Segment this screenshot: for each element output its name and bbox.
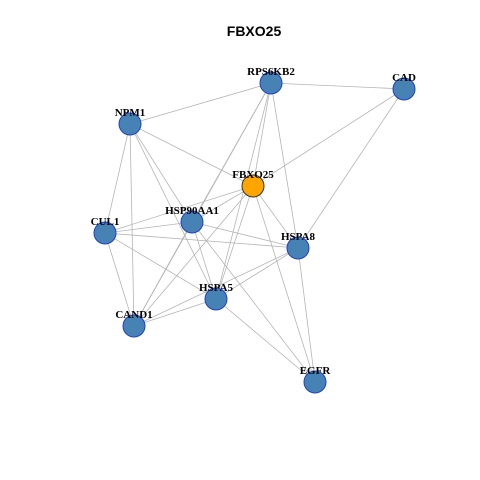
node-fbxo25: [241, 174, 265, 198]
node-label-fbxo25: FBXO25: [232, 169, 274, 181]
edge-cad-hspa8: [297, 88, 405, 249]
node-hsp90aa1: [180, 210, 204, 234]
node-label-rps6kb2: RPS6KB2: [247, 66, 295, 78]
node-hspa5: [204, 287, 228, 311]
edge-npm1-cand1: [129, 123, 135, 327]
edge-fbxo25-hspa5: [215, 185, 254, 300]
node-label-hspa5: HSPA5: [199, 282, 234, 294]
edge-hsp90aa1-cul1: [104, 221, 193, 234]
edge-fbxo25-hsp90aa1: [191, 185, 254, 223]
node-label-cand1: CAND1: [115, 309, 152, 321]
node-layer: [93, 71, 416, 394]
node-rps6kb2: [259, 71, 283, 95]
edge-npm1-cul1: [104, 123, 131, 234]
edge-hspa5-cand1: [133, 298, 217, 327]
node-hspa8: [286, 236, 310, 260]
edge-fbxo25-cand1: [133, 185, 254, 327]
node-cul1: [93, 221, 117, 245]
diagram-title: FBXO25: [227, 23, 282, 39]
edge-hsp90aa1-hspa8: [191, 221, 299, 249]
edge-fbxo25-cul1: [104, 185, 254, 234]
edge-cad-fbxo25: [252, 88, 405, 187]
edge-hspa8-cand1: [133, 247, 299, 327]
edge-hspa8-egfr: [297, 247, 316, 383]
edge-hspa5-egfr: [215, 298, 316, 383]
node-cad: [392, 77, 416, 101]
node-label-cul1: CUL1: [91, 216, 120, 228]
edge-rps6kb2-fbxo25: [252, 82, 272, 187]
node-label-npm1: NPM1: [115, 107, 146, 119]
node-npm1: [118, 112, 142, 136]
node-label-hspa8: HSPA8: [281, 231, 316, 243]
edge-cul1-hspa5: [104, 232, 217, 300]
edge-hspa8-hspa5: [215, 247, 299, 300]
node-label-egfr: EGFR: [300, 365, 332, 377]
node-label-hsp90aa1: HSP90AA1: [165, 205, 219, 217]
node-label-cad: CAD: [392, 72, 416, 84]
edge-rps6kb2-cad: [270, 82, 405, 90]
node-cand1: [122, 314, 146, 338]
edge-npm1-fbxo25: [129, 123, 254, 187]
edge-npm1-hsp90aa1: [129, 123, 193, 223]
edge-hsp90aa1-egfr: [191, 221, 316, 383]
edge-fbxo25-egfr: [252, 185, 316, 383]
edge-fbxo25-hspa8: [252, 185, 299, 249]
edge-hsp90aa1-hspa5: [191, 221, 217, 300]
node-egfr: [303, 370, 327, 394]
edge-cul1-hspa8: [104, 232, 299, 249]
edge-layer: [104, 82, 405, 383]
edge-rps6kb2-npm1: [129, 82, 272, 125]
edge-cul1-cand1: [104, 232, 135, 327]
